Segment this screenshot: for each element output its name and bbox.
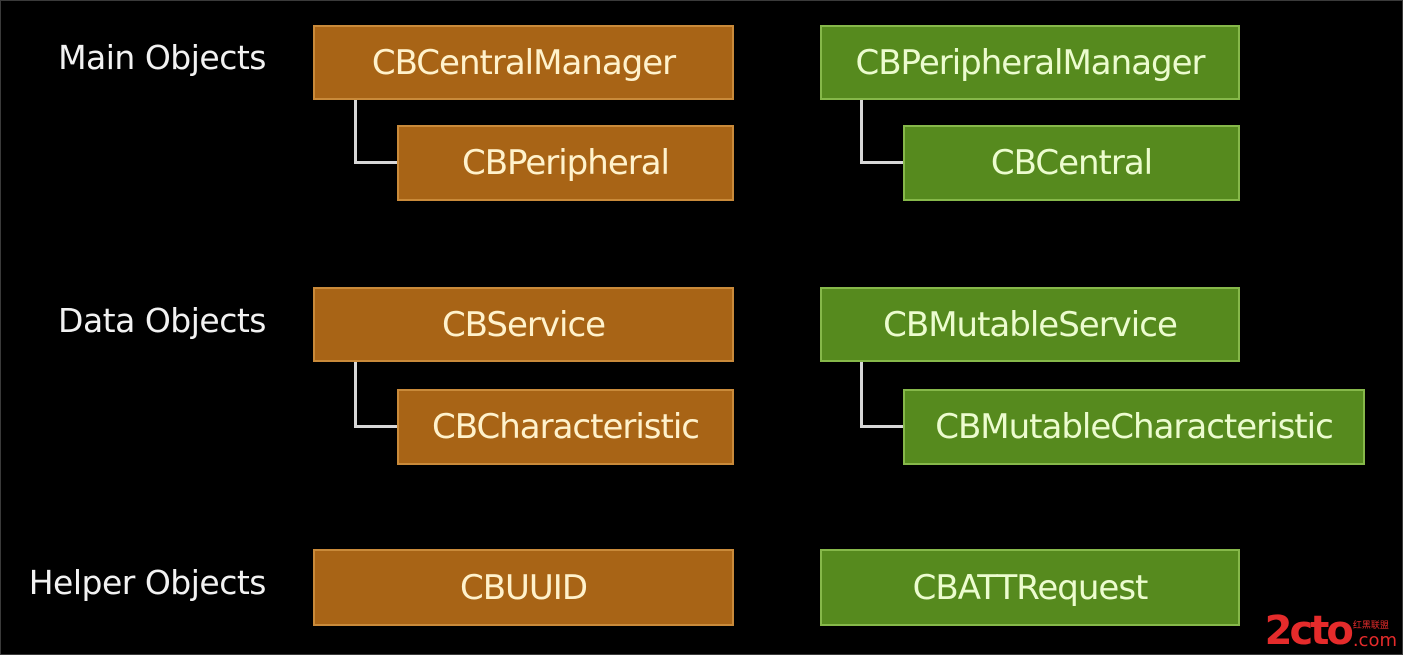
- box-label: CBCharacteristic: [432, 407, 700, 447]
- row-label-helper-objects: Helper Objects: [28, 563, 267, 602]
- watermark-sub: 红黑联盟: [1352, 621, 1389, 631]
- box-cbcentral: CBCentral: [903, 125, 1240, 201]
- box-cbperipheralmanager: CBPeripheralManager: [820, 25, 1240, 100]
- watermark-suffix: .com: [1352, 630, 1397, 651]
- watermark-side: 红黑联盟 .com: [1353, 621, 1397, 651]
- row-label-main-objects: Main Objects: [58, 38, 266, 77]
- box-label: CBATTRequest: [912, 567, 1149, 608]
- box-label: CBCentralManager: [371, 42, 676, 83]
- box-label: CBUUID: [459, 567, 588, 608]
- box-label: CBMutableService: [883, 304, 1178, 345]
- box-label: CBPeripheralManager: [855, 42, 1205, 83]
- box-cbattrequest: CBATTRequest: [820, 549, 1240, 626]
- box-label: CBCentral: [990, 143, 1153, 183]
- box-label: CBService: [441, 304, 606, 345]
- box-cbcharacteristic: CBCharacteristic: [397, 389, 734, 465]
- box-cbservice: CBService: [313, 287, 734, 362]
- row-label-data-objects: Data Objects: [58, 301, 266, 340]
- box-cbmutableservice: CBMutableService: [820, 287, 1240, 362]
- box-cbmutablecharacteristic: CBMutableCharacteristic: [903, 389, 1365, 465]
- box-cbuuid: CBUUID: [313, 549, 734, 626]
- box-cbcentralmanager: CBCentralManager: [313, 25, 734, 100]
- watermark-logo: 2cto 红黑联盟 .com: [1265, 611, 1397, 651]
- box-label: CBMutableCharacteristic: [935, 407, 1334, 447]
- hierarchy-connector: [354, 362, 398, 428]
- hierarchy-connector: [354, 100, 398, 164]
- box-cbperipheral: CBPeripheral: [397, 125, 734, 201]
- hierarchy-connector: [860, 362, 904, 428]
- box-label: CBPeripheral: [461, 143, 670, 183]
- hierarchy-connector: [860, 100, 904, 164]
- watermark-main: 2cto: [1264, 608, 1354, 654]
